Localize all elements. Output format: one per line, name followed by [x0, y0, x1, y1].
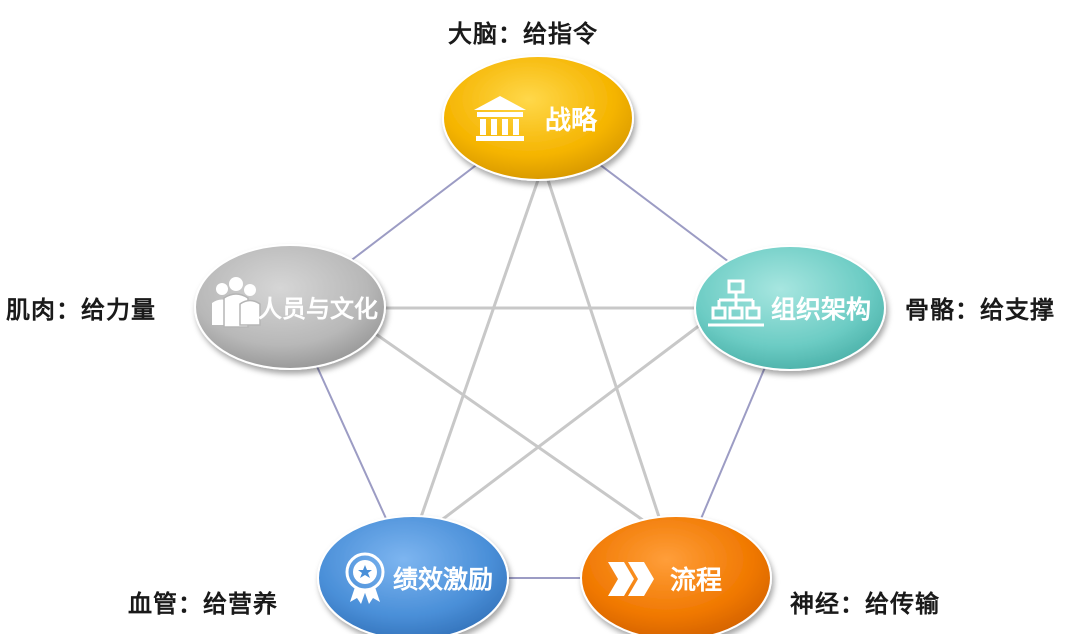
- node-process[interactable]: 流程: [580, 515, 772, 634]
- award-ribbon-icon: [345, 552, 385, 604]
- node-organization-shape: [694, 245, 886, 371]
- caption-organization: 骨骼：给支撑: [905, 296, 1055, 324]
- node-organization-label: 组织架构: [771, 295, 871, 324]
- star-line-people-process: [369, 328, 651, 527]
- node-people[interactable]: 人员与文化: [194, 244, 386, 370]
- org-chart-icon: [708, 279, 764, 327]
- node-people-shape: [194, 244, 386, 370]
- node-performance-shape: [317, 515, 509, 634]
- star-line-strategy-process: [546, 179, 662, 521]
- node-strategy[interactable]: 战略: [442, 55, 634, 181]
- node-performance[interactable]: 绩效激励: [317, 515, 509, 634]
- star-line-strategy-performance: [418, 179, 540, 521]
- node-process-label: 流程: [670, 566, 722, 596]
- building-icon: [474, 96, 526, 141]
- chevrons-icon: [608, 562, 654, 596]
- caption-process: 神经：给传输: [790, 590, 940, 618]
- people-icon: [212, 277, 261, 328]
- caption-strategy: 大脑：给指令: [448, 20, 598, 48]
- node-people-label: 人员与文化: [258, 295, 378, 323]
- node-process-shape: [580, 515, 772, 634]
- node-performance-label: 绩效激励: [393, 565, 493, 594]
- node-strategy-label: 战略: [545, 105, 598, 136]
- caption-performance: 血管：给营养: [128, 590, 278, 618]
- caption-people: 肌肉：给力量: [6, 296, 156, 324]
- pentagon-edges: [289, 117, 791, 579]
- star-lines: [369, 179, 701, 527]
- node-strategy-shape: [442, 55, 634, 181]
- star-line-organization-performance: [434, 323, 701, 527]
- node-organization[interactable]: 组织架构: [694, 245, 886, 371]
